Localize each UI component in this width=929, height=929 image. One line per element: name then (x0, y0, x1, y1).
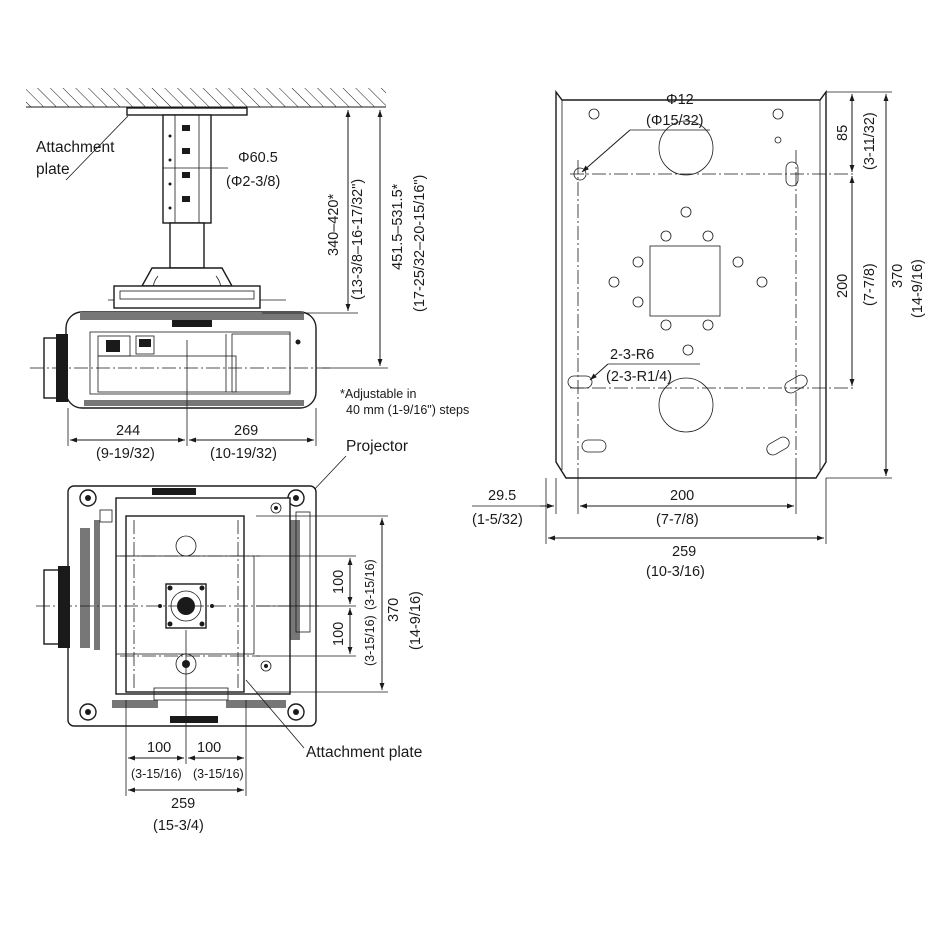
dim-269-label: 269 (234, 423, 258, 439)
hole-diameter-label: Φ12 (666, 92, 694, 108)
dim-b100a-label: 100 (147, 740, 171, 756)
dim-244-inch-label: (9-19/32) (96, 446, 155, 462)
hole-diameter-inch-label: (Φ15/32) (646, 113, 704, 129)
dim-b100a-inch-label: (3-15/16) (131, 767, 182, 781)
projector-label: Projector (346, 438, 408, 455)
dim-v100b-label: 100 (331, 622, 347, 646)
feet (79, 489, 305, 721)
total-range-label: 451.5–531.5* (390, 183, 406, 270)
ceiling-bracket (126, 107, 248, 116)
slot-right (784, 374, 808, 394)
dim-r85-label: 85 (835, 125, 851, 141)
dim-r200h-label: 200 (670, 488, 694, 504)
slot-inch-label: (2-3-R1/4) (606, 369, 672, 385)
dim-r29-label: 29.5 (488, 488, 516, 504)
dim-v100a-label: 100 (331, 570, 347, 594)
attachment-plate-label-bottom: Attachment plate (306, 744, 422, 761)
adjust-range-label: 340–420* (326, 194, 342, 256)
dim-r259-label: 259 (672, 544, 696, 560)
dim-r259-inch-label: (10-3/16) (646, 564, 705, 580)
adjustable-note-1: *Adjustable in (340, 387, 416, 401)
vent-top-side (80, 312, 304, 320)
side-view: Φ60.5 (Φ2-3/8) 340–420* (13-3/8–16-17/32… (26, 88, 469, 493)
pipe-joint (140, 267, 234, 287)
dim-r85-inch-label: (3-11/32) (862, 112, 878, 170)
slot-label: 2-3-R6 (610, 347, 654, 363)
dim-b100b-label: 100 (197, 740, 221, 756)
dim-v100b-inch-label: (3-15/16) (363, 615, 377, 666)
total-range-inch-label: (17-25/32–20-15/16") (412, 175, 428, 312)
ceiling-hatch (26, 88, 386, 107)
adjustable-note-2: 40 mm (1-9/16") steps (346, 403, 469, 417)
dim-r29-inch-label: (1-5/32) (472, 512, 523, 528)
dim-b259-label: 259 (171, 796, 195, 812)
attachment-plate-label-top-2: plate (36, 161, 70, 178)
bottom-view: 100 (3-15/16) 100 (3-15/16) 370 (14-9/16… (36, 485, 424, 834)
dim-r200h-inch-label: (7-7/8) (656, 512, 699, 528)
pipe-diameter-label: Φ60.5 (238, 150, 278, 166)
latch-side (172, 320, 212, 327)
dim-r200v-inch-label: (7-7/8) (862, 263, 878, 306)
dim-r370-label: 370 (890, 264, 906, 288)
power-switch (135, 335, 155, 355)
dim-b100b-inch-label: (3-15/16) (193, 767, 244, 781)
dim-244-label: 244 (116, 423, 140, 439)
large-hole-bottom (658, 377, 714, 433)
large-hole-top (658, 120, 714, 176)
center-square (649, 245, 721, 317)
dim-b259-inch-label: (15-3/4) (153, 818, 204, 834)
dim-269-inch-label: (10-19/32) (210, 446, 277, 462)
dim-h370-label: 370 (386, 598, 402, 622)
dim-h370-inch-label: (14-9/16) (408, 591, 424, 650)
dim-r370-inch-label: (14-9/16) (910, 259, 926, 318)
attachment-plate-label-top-1: Attachment (36, 139, 115, 156)
mount-pipe-lower (169, 222, 205, 269)
plate-view: Φ12 (Φ15/32) 2-3-R6 (2-3-R1/4) 85 (3-11/… (472, 89, 926, 580)
attachment-plate-side (113, 285, 261, 309)
attachment-plate-drawing (555, 89, 827, 479)
dim-r200v-label: 200 (835, 274, 851, 298)
pipe-diameter-inch-label: (Φ2-3/8) (226, 174, 280, 190)
dim-v100a-inch-label: (3-15/16) (363, 559, 377, 610)
adjust-range-inch-label: (13-3/8–16-17/32") (350, 179, 366, 300)
